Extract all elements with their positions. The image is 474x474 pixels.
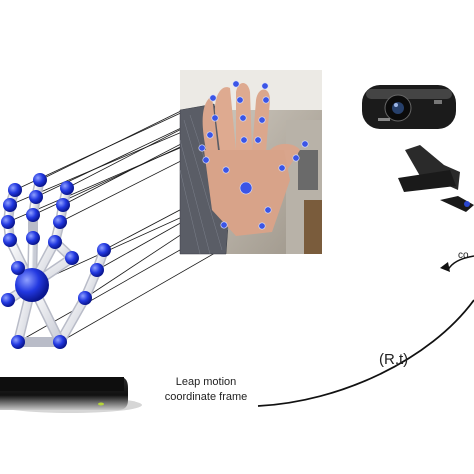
leap-frame-label: Leap motion coordinate frame (146, 375, 266, 405)
skeleton-joint (11, 335, 25, 349)
skeleton-joint (26, 231, 40, 245)
skeleton-joint (29, 190, 43, 204)
photo-keypoint (301, 140, 309, 148)
skeleton-joint (90, 263, 104, 277)
photo-keypoint (258, 222, 266, 230)
photo-keypoint (240, 136, 248, 144)
photo-keypoint (258, 116, 266, 124)
skeleton-joint (15, 268, 49, 302)
transform-arc (257, 299, 474, 407)
photo-keypoint (239, 181, 253, 195)
photo-keypoint (278, 164, 286, 172)
photo-keypoint (220, 221, 228, 229)
hand-photo (179, 70, 322, 255)
photo-keypoint (209, 94, 217, 102)
photo-keypoint (206, 131, 214, 139)
skeleton-joint (26, 208, 40, 222)
skeleton-joint (60, 181, 74, 195)
camera-frame-label: co (458, 250, 469, 261)
photo-keypoint (264, 206, 272, 214)
bone (56, 294, 89, 346)
skeleton-joint (65, 251, 79, 265)
photo-keypoint (222, 166, 230, 174)
leap-motion-device (0, 377, 142, 413)
photo-keypoint (239, 114, 247, 122)
correspondence-line (7, 134, 211, 223)
arc-arrowhead (440, 262, 450, 272)
photo-keypoint (236, 96, 244, 104)
photo-keypoint (198, 144, 206, 152)
webcam (362, 85, 474, 212)
hand-skeleton-model (1, 173, 111, 349)
skeleton-joint (97, 243, 111, 257)
photo-keypoint (261, 82, 269, 90)
skeleton-joint (33, 173, 47, 187)
skeleton-joint (11, 261, 25, 275)
photo-keypoint (254, 136, 262, 144)
photo-keypoint (202, 156, 210, 164)
skeleton-joint (78, 291, 92, 305)
skeleton-joint (48, 235, 62, 249)
transform-label: (R,t) (379, 351, 409, 368)
skeleton-joint (3, 233, 17, 247)
leap-frame-line1: Leap motion (175, 376, 237, 388)
photo-keypoint (262, 96, 270, 104)
photo-keypoints (198, 80, 309, 230)
skeleton-joint (56, 198, 70, 212)
photo-keypoint (292, 154, 300, 162)
skeleton-joint (1, 215, 15, 229)
leap-frame-line2: coordinate frame (164, 391, 248, 403)
skeleton-joint (3, 198, 17, 212)
skeleton-joint (53, 335, 67, 349)
photo-keypoint (232, 80, 240, 88)
skeleton-joint (53, 215, 67, 229)
skeleton-joint (8, 183, 22, 197)
skeleton-joint (1, 293, 15, 307)
photo-keypoint (211, 114, 219, 122)
